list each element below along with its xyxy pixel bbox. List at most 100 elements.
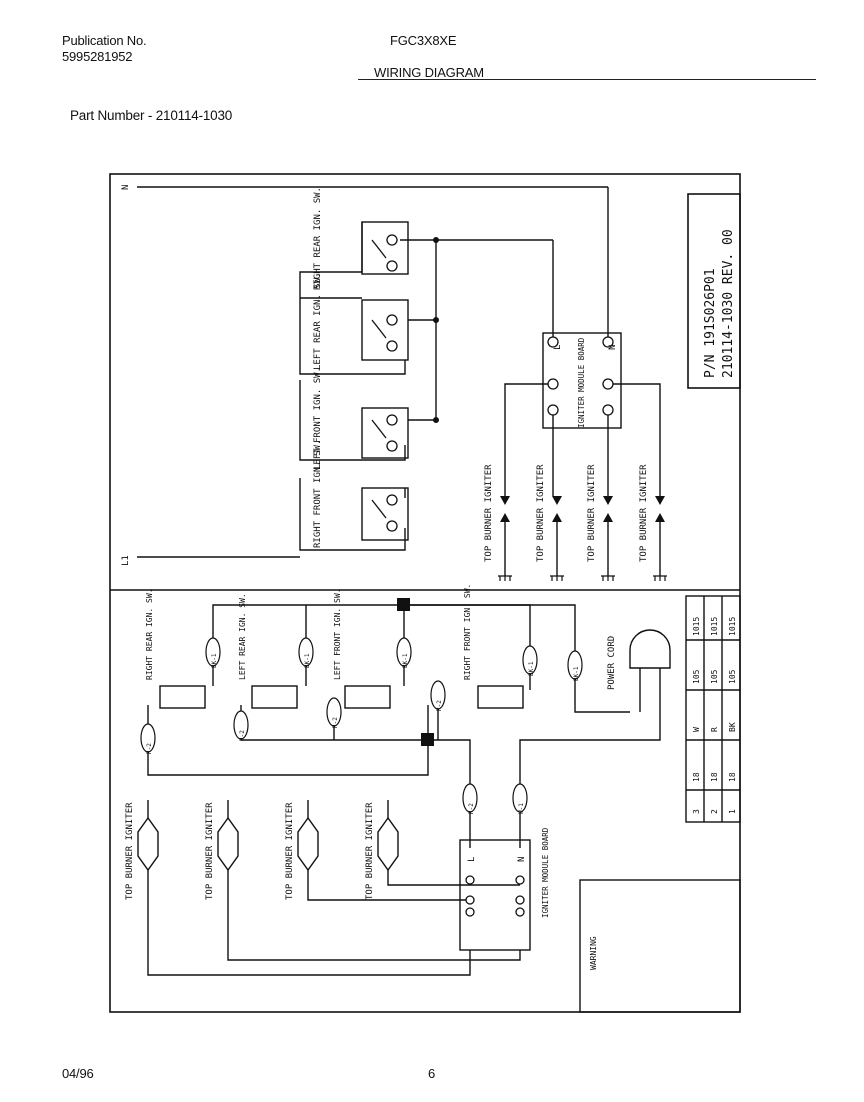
line-l1-label: L1 (121, 555, 131, 566)
ground-icon (498, 575, 667, 581)
connector-label: W-1 (518, 803, 525, 814)
bus-node (433, 417, 439, 423)
table-cell: 3 (692, 809, 701, 814)
schematic-switch-label: LEFT REAR IGN. SW. (313, 272, 323, 370)
connector-label: BK-1 (402, 653, 409, 668)
module-label: IGNITER MODULE BOARD (577, 337, 586, 428)
switch-contact (371, 239, 387, 259)
page-number: 6 (428, 1066, 436, 1081)
publication-number: 5995281952 (62, 49, 133, 64)
pn-box (687, 193, 741, 389)
table-cell: 105 (710, 669, 719, 684)
igniter-label: TOP BURNER IGNITER (587, 464, 597, 562)
igniter-label: TOP BURNER IGNITER (125, 802, 135, 900)
pictorial-switch-label: RIGHT REAR IGN. SW. (145, 588, 154, 680)
module-terminal (602, 378, 614, 390)
page-title: WIRING DIAGRAM (374, 65, 484, 80)
part-number: Part Number - 210114-1030 (70, 108, 233, 123)
module-terminal (547, 404, 559, 416)
pictorial-switch-label: RIGHT FRONT IGN. SW. (463, 584, 472, 680)
diagram-frame (109, 173, 741, 1013)
module-l-label: L (553, 345, 563, 350)
pictorial-switch-label: LEFT FRONT IGN. SW. (333, 588, 342, 680)
connector-label: R-2 (332, 717, 339, 728)
igniter-label: TOP BURNER IGNITER (639, 464, 649, 562)
pn-line-1: P/N 191S026P01 (703, 268, 718, 378)
module-terminal (547, 378, 559, 390)
footer-date: 04/96 (62, 1066, 94, 1081)
arrow-down-icon (552, 496, 562, 505)
igniter-label: TOP BURNER IGNITER (205, 802, 215, 900)
table-cell: 18 (692, 772, 701, 782)
table-cell: 1 (728, 809, 737, 814)
bus-node (433, 317, 439, 323)
connector-label: BK-1 (304, 653, 311, 668)
pictorial-switch-label: LEFT REAR IGN. SW. (238, 593, 247, 680)
switch-contact (371, 419, 387, 439)
connector-label: BK-1 (211, 653, 218, 668)
table-cell: W (692, 727, 701, 732)
connector-label: R-2 (146, 743, 153, 754)
module-n-label: N (608, 345, 618, 350)
schematic-switch-label: RIGHT FRONT IGN. SW. (313, 440, 323, 548)
module-l-label: L (467, 857, 477, 862)
arrow-up-icon (655, 513, 665, 522)
publication-label: Publication No. (62, 33, 147, 48)
switch-terminal (386, 520, 398, 532)
switch-contact (371, 499, 387, 519)
igniter-label: TOP BURNER IGNITER (285, 802, 295, 900)
module-terminal (547, 336, 559, 348)
pn-line-2: 210114-1030 REV. 00 (721, 229, 736, 378)
table-cell: R (710, 727, 719, 732)
schematic-switch-label: LEFT FRONT IGN. SW. (313, 367, 323, 470)
wire-connector-icon (140, 637, 583, 813)
module-terminal (515, 875, 525, 885)
table-cell: 1015 (728, 617, 737, 636)
junction-block (397, 598, 410, 611)
warning-label: WARNING (589, 936, 598, 970)
connector-label: BK-1 (528, 661, 535, 676)
module-terminal (465, 875, 475, 885)
arrow-up-icon (500, 513, 510, 522)
connector-label: R-2 (468, 803, 475, 814)
module-label: IGNITER MODULE BOARD (541, 827, 550, 918)
module-terminal (515, 907, 525, 917)
power-cord-label: POWER CORD (607, 636, 617, 690)
table-cell: 2 (710, 809, 719, 814)
schematic-switch-label: RIGHT REAR IGN. SW. (313, 187, 323, 290)
table-cell: 105 (728, 669, 737, 684)
table-cell: BK (728, 722, 737, 732)
table-cell: 1015 (692, 617, 701, 636)
module-terminal (602, 404, 614, 416)
switch-terminal (386, 314, 398, 326)
schematic-wires (137, 186, 661, 576)
igniter-label: TOP BURNER IGNITER (536, 464, 546, 562)
table-cell: 105 (692, 669, 701, 684)
connector-label: R-2 (436, 700, 443, 711)
connector-label: BK-1 (573, 666, 580, 681)
arrow-up-icon (552, 513, 562, 522)
connector-label: R-2 (239, 730, 246, 741)
model-number: FGC3X8XE (390, 33, 457, 48)
title-rule (358, 79, 816, 80)
junction-block (421, 733, 434, 746)
table-cell: 18 (710, 772, 719, 782)
table-cell: 1015 (710, 617, 719, 636)
switch-terminal (386, 260, 398, 272)
arrow-up-icon (603, 513, 613, 522)
module-terminal (602, 336, 614, 348)
switch-terminal (386, 340, 398, 352)
module-terminal (465, 895, 475, 905)
switch-terminal (386, 494, 398, 506)
arrow-down-icon (655, 496, 665, 505)
line-n-label: N (121, 185, 131, 190)
igniter-label: TOP BURNER IGNITER (365, 802, 375, 900)
module-terminal (465, 907, 475, 917)
switch-terminal (386, 234, 398, 246)
color-table: 1015 1015 1015 105 105 105 W R BK 18 18 … (692, 617, 737, 814)
switch-terminal (386, 414, 398, 426)
bus-node (433, 237, 439, 243)
switch-contact (371, 319, 387, 339)
igniter-label: TOP BURNER IGNITER (484, 464, 494, 562)
table-cell: 18 (728, 772, 737, 782)
